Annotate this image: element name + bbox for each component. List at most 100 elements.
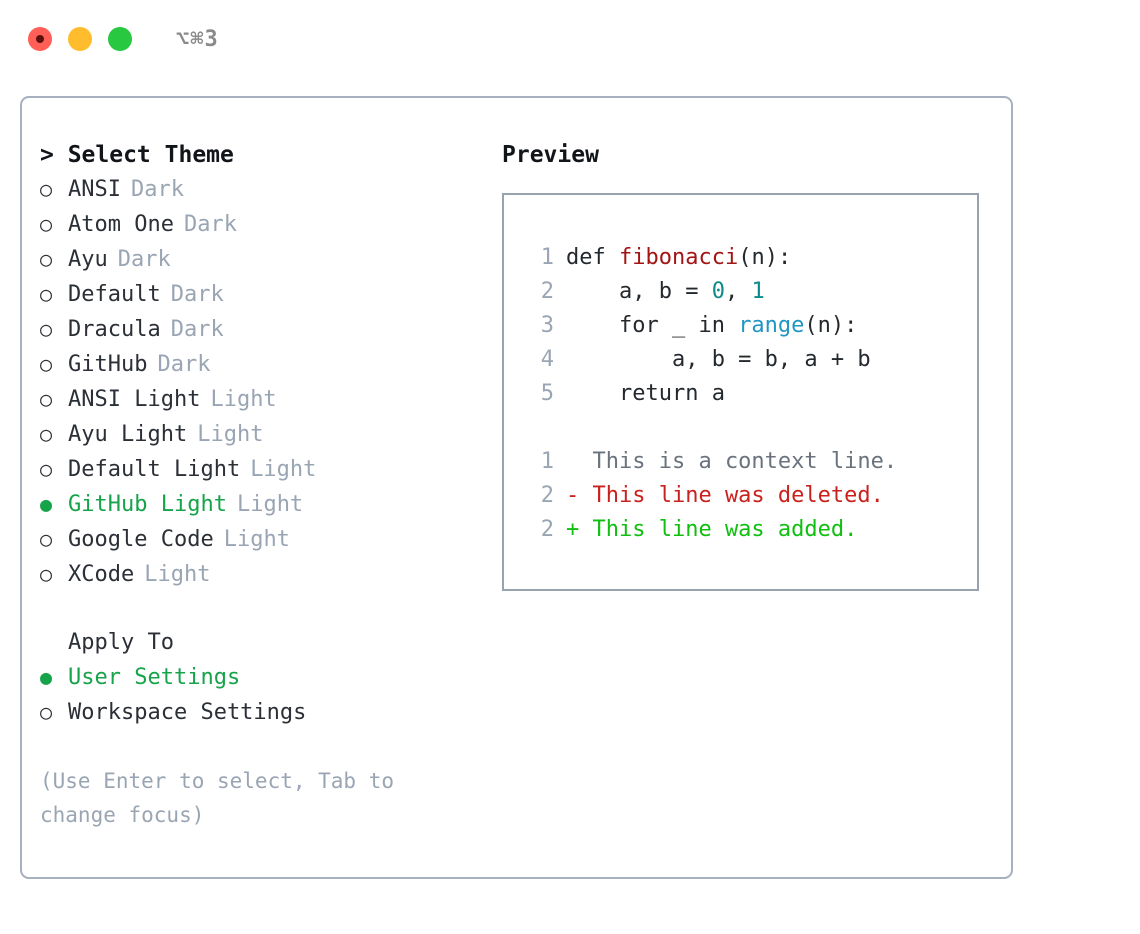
theme-item-badge: Dark <box>117 247 171 272</box>
code-line-text: a, b = b, a + b <box>566 343 871 377</box>
code-line: 2 a, b = 0, 1 <box>524 275 977 309</box>
code-line-number: 3 <box>540 313 554 338</box>
theme-item-badge: Light <box>197 422 264 447</box>
diff-line-del: 2- This line was deleted. <box>524 479 977 513</box>
theme-item-3[interactable]: ○ Default Dark <box>40 277 502 312</box>
theme-item-1[interactable]: ○ Atom One Dark <box>40 207 502 242</box>
theme-item-label: XCode <box>68 562 135 587</box>
theme-item-label: ANSI <box>68 177 121 202</box>
code-line: 3 for _ in range(n): <box>524 309 977 343</box>
radio-empty-icon: ○ <box>40 177 53 201</box>
select-theme-header: > Select Theme <box>40 142 234 168</box>
diff-line-text: - This line was deleted. <box>566 483 884 508</box>
theme-item-label: Google Code <box>68 527 214 552</box>
code-line-text: return a <box>566 377 725 411</box>
radio-empty-icon: ○ <box>40 527 53 551</box>
keyboard-shortcut-label: ⌥⌘3 <box>176 26 219 52</box>
code-line-number: 1 <box>540 245 554 270</box>
code-token-plain: for _ in <box>566 313 739 338</box>
radio-empty-icon: ○ <box>40 387 53 411</box>
apply-to-item-0[interactable]: ● User Settings <box>40 660 502 695</box>
apply-to-header: Apply To <box>40 626 502 660</box>
theme-item-2[interactable]: ○ Ayu Dark <box>40 242 502 277</box>
radio-empty-icon: ○ <box>40 282 53 306</box>
code-token-plain: def <box>566 245 619 270</box>
code-token-plain: , <box>724 279 752 304</box>
diff-line-text: This is a context line. <box>566 449 898 474</box>
theme-item-badge: Dark <box>157 352 211 377</box>
code-token-num: 0 <box>711 279 725 304</box>
theme-item-label: Atom One <box>68 212 174 237</box>
theme-item-11[interactable]: ○ XCode Light <box>40 557 502 592</box>
apply-to-item-1[interactable]: ○ Workspace Settings <box>40 695 502 730</box>
theme-item-label: GitHub Light <box>68 492 227 517</box>
list-spacer <box>40 592 502 626</box>
diff-gap <box>524 411 977 445</box>
radio-empty-icon: ○ <box>40 247 53 271</box>
theme-item-badge: Dark <box>130 177 184 202</box>
apply-to-header-label: Apply To <box>68 630 174 655</box>
theme-item-badge: Light <box>144 562 211 587</box>
theme-item-label: Ayu <box>68 247 108 272</box>
theme-item-9[interactable]: ● GitHub Light Light <box>40 487 502 522</box>
theme-item-8[interactable]: ○ Default Light Light <box>40 452 502 487</box>
diff-line-add: 2 + This line was added. <box>524 513 977 547</box>
radio-selected-icon: ● <box>40 492 53 516</box>
theme-item-badge: Dark <box>170 282 224 307</box>
theme-item-label: Default Light <box>68 457 241 482</box>
code-line-text: a, b = 0, 1 <box>566 275 765 309</box>
code-line-number: 2 <box>540 279 554 304</box>
theme-item-0[interactable]: ○ ANSI Dark <box>40 172 502 207</box>
maximize-button[interactable] <box>108 27 132 51</box>
apply-to-header-marker <box>40 626 68 660</box>
radio-empty-icon: ○ <box>40 457 53 481</box>
radio-selected-icon: ● <box>40 665 53 689</box>
code-line: 4 a, b = b, a + b <box>524 343 977 377</box>
diff-line-text: + This line was added. <box>566 517 858 542</box>
diff-line-ctx: 1 This is a context line. <box>524 445 977 479</box>
diff-sample: 1 This is a context line.2- This line wa… <box>524 445 977 547</box>
code-line-number: 5 <box>540 381 554 406</box>
apply-to-item-label: Workspace Settings <box>68 700 307 725</box>
keyboard-hint-text: (Use Enter to select, Tab to change focu… <box>40 769 395 827</box>
theme-item-7[interactable]: ○ Ayu Light Light <box>40 417 502 452</box>
radio-empty-icon: ○ <box>40 317 53 341</box>
apply-to-list[interactable]: ● User Settings ○ Workspace Settings <box>40 660 502 730</box>
theme-item-label: GitHub <box>68 352 148 377</box>
theme-item-badge: Light <box>223 527 290 552</box>
theme-item-10[interactable]: ○ Google Code Light <box>40 522 502 557</box>
code-line: 5 return a <box>524 377 977 411</box>
theme-item-badge: Light <box>236 492 304 517</box>
code-token-plain: (n): <box>804 313 858 338</box>
radio-empty-icon: ○ <box>40 562 53 586</box>
theme-item-label: Default <box>68 282 161 307</box>
radio-empty-icon: ○ <box>40 700 53 724</box>
theme-item-badge: Light <box>250 457 317 482</box>
radio-empty-icon: ○ <box>40 212 53 236</box>
code-line: 1 def fibonacci(n): <box>524 241 977 275</box>
code-line-text: def fibonacci(n): <box>566 241 791 275</box>
close-button[interactable] <box>28 27 52 51</box>
traffic-lights <box>28 27 132 51</box>
theme-item-badge: Dark <box>183 212 237 237</box>
code-line-number: 4 <box>540 347 554 372</box>
radio-empty-icon: ○ <box>40 422 53 446</box>
radio-empty-icon: ○ <box>40 352 53 376</box>
code-token-plain: (n): <box>738 245 792 270</box>
code-token-plain: return a <box>566 381 725 406</box>
theme-item-label: Ayu Light <box>68 422 188 447</box>
code-token-call: range <box>738 313 805 338</box>
theme-item-5[interactable]: ○ GitHub Dark <box>40 347 502 382</box>
apply-to-item-label: User Settings <box>68 665 241 690</box>
diff-line-number: 2 <box>540 517 554 542</box>
minimize-button[interactable] <box>68 27 92 51</box>
